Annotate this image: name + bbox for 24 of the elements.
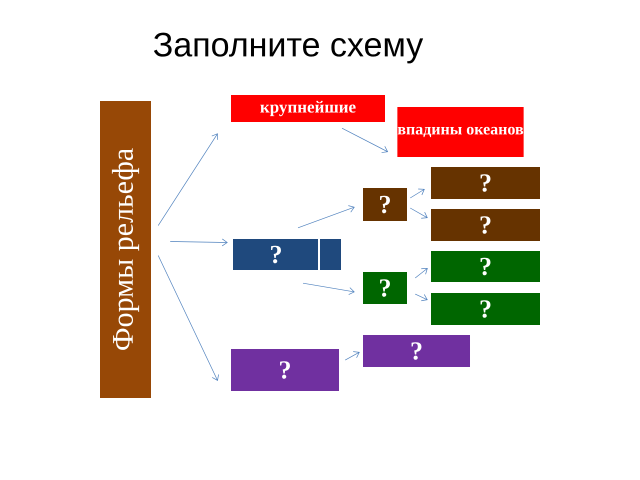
arrow xyxy=(410,208,428,219)
arrow xyxy=(344,351,360,360)
arrow xyxy=(414,294,428,302)
answer-box: ? xyxy=(431,293,540,325)
answer-box: ? xyxy=(431,167,540,199)
answer-box: ? xyxy=(431,251,540,282)
answer-box: ? xyxy=(363,188,407,221)
arrow xyxy=(158,133,218,226)
answer-box: ? xyxy=(431,209,540,241)
answer-box: ? xyxy=(233,239,341,270)
title: Заполните схему xyxy=(154,32,424,64)
label-box: впадины океанов xyxy=(397,107,524,157)
arrow xyxy=(302,282,355,295)
category-box: Формы рельефа xyxy=(100,101,151,398)
arrow xyxy=(298,205,355,228)
answer-box: ? xyxy=(363,272,407,304)
answer-box: ? xyxy=(231,349,339,391)
arrow xyxy=(410,188,425,198)
arrow xyxy=(342,128,388,153)
answer-box: ? xyxy=(363,335,470,367)
arrow xyxy=(158,255,219,381)
arrow xyxy=(170,238,228,246)
arrow xyxy=(414,268,428,278)
label-box: крупнейшие xyxy=(231,95,385,122)
